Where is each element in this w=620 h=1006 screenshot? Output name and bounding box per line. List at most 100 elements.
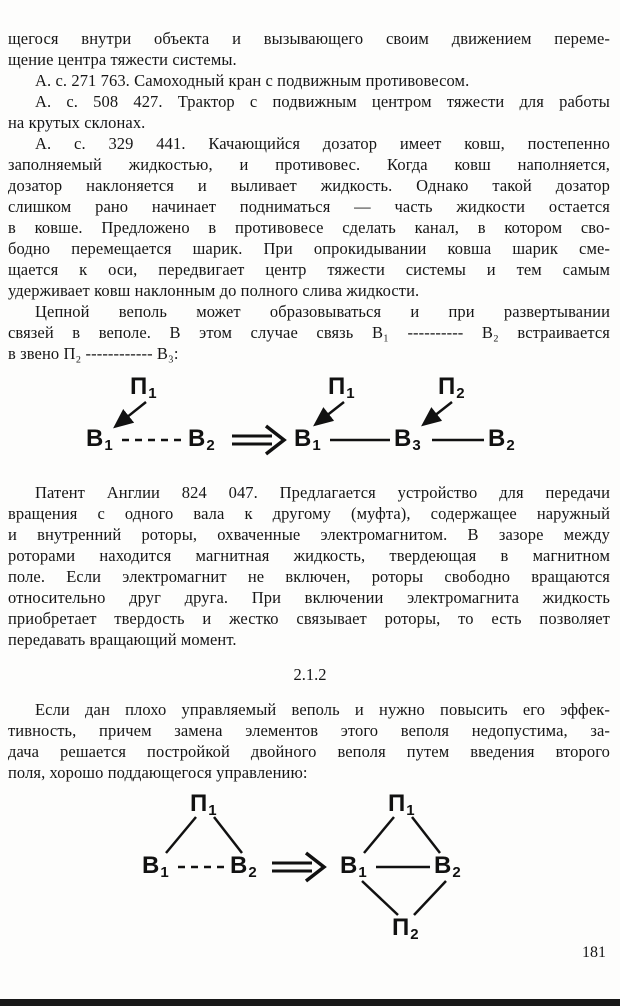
text-line: и внутренний роторы, охваченные электром…: [8, 525, 610, 544]
label-base: П: [130, 373, 148, 400]
paragraph: А. с. 271 763. Самоходный кран с подвижн…: [8, 70, 610, 91]
label-subscript: 1: [312, 437, 321, 454]
label-subscript: 2: [506, 437, 515, 454]
diagram2-right-field-p2: П2: [392, 915, 419, 944]
paragraph: Если дан плохо управляемый веполь и нужн…: [8, 699, 610, 783]
label-subscript: 1: [406, 802, 415, 819]
label-base: П: [392, 914, 410, 941]
paragraph: Патент Англии 824 047. Предлагается устр…: [8, 482, 610, 650]
text-line: слишком рано начинает подниматься — част…: [8, 197, 610, 216]
vepol-diagram-double: П1 В1 В2 П1 В1 В2 П2: [0, 791, 620, 959]
implies-arrow-icon: [232, 424, 287, 456]
text-line: относительно друг друга. При включении э…: [8, 588, 610, 607]
diagram1-right-field-p1: П1: [328, 374, 355, 403]
diagram2-left-substance-b2: В2: [230, 853, 257, 882]
text-line: А. с. 271 763. Самоходный кран с подвижн…: [35, 71, 470, 90]
diagram1-connectors: [113, 401, 484, 456]
label-base: П: [328, 373, 346, 400]
solid-link: [363, 816, 395, 854]
solid-link: [165, 816, 197, 854]
label-subscript: 1: [208, 802, 217, 819]
text-line: дозатор наклоняется и выливает жидкость.…: [8, 176, 610, 195]
field-action-arrow: [113, 401, 147, 429]
text-line: щегося внутри объекта и вызывающего свои…: [8, 29, 610, 48]
label-subscript: 1: [104, 437, 113, 454]
text-line: дача решается постройкой двойного веполя…: [8, 742, 610, 761]
text-block-2: Патент Англии 824 047. Предлагается устр…: [0, 472, 620, 650]
section-heading: 2.1.2: [293, 665, 327, 684]
text-line: щение центра тяжести системы.: [8, 50, 237, 69]
diagram1-right-substance-b1: В1: [294, 426, 321, 455]
label-base: В: [294, 425, 312, 452]
diagram2-right-substance-b2: В2: [434, 853, 461, 882]
label-base: В: [394, 425, 412, 452]
label-subscript: 2: [452, 864, 461, 881]
diagram1-right-field-p2: П2: [438, 374, 465, 403]
vepol-diagram-chain: П1 В1 В2 П1 В1 В3 П2 В2: [0, 370, 620, 472]
diagram1-left-field-p1: П1: [130, 374, 157, 403]
text-line: заполняемый жидкостью, и противовес. Ког…: [8, 155, 610, 174]
field-action-arrow: [421, 401, 453, 427]
text-line: бодно перемещается шарик. При опрокидыва…: [8, 239, 610, 258]
solid-link: [411, 816, 441, 854]
diagram1-left-substance-b2: В2: [188, 426, 215, 455]
label-subscript: 1: [148, 385, 157, 402]
label-base: В: [434, 852, 452, 879]
label-subscript: 2: [410, 926, 419, 943]
text-line: вращения с одного вала к другому (муфта)…: [8, 504, 610, 523]
solid-link: [413, 880, 447, 916]
label-subscript: 1: [160, 864, 169, 881]
text-line: приобретает твердость и жестко связывает…: [8, 609, 610, 628]
text-line: на крутых склонах.: [8, 113, 146, 132]
diagram1-right-substance-b3: В3: [394, 426, 421, 455]
paragraph: А. с. 508 427. Трактор с подвижным центр…: [8, 91, 610, 133]
paragraph: Цепной веполь может образовываться и при…: [8, 301, 610, 364]
text-line: Если дан плохо управляемый веполь и нужн…: [35, 700, 610, 719]
text-line: в звено П₂ ------------ В₃:: [8, 344, 179, 363]
diagram2-right-substance-b1: В1: [340, 853, 367, 882]
label-subscript: 2: [206, 437, 215, 454]
text-line: тивность, причем замена элементов этого …: [8, 721, 610, 740]
text-line: удерживает ковш наклонным до полного сли…: [8, 281, 420, 300]
label-base: В: [188, 425, 206, 452]
text-line: роторами находится магнитная жидкость, т…: [8, 546, 610, 565]
text-line: щается к оси, передвигает центр тяжести …: [8, 260, 610, 279]
label-subscript: 2: [248, 864, 257, 881]
text-line: поля, хорошо поддающегося управлению:: [8, 763, 308, 782]
scan-edge-artifact: [0, 999, 620, 1006]
label-subscript: 1: [358, 864, 367, 881]
paragraph: А. с. 329 441. Качающийся дозатор имеет …: [8, 133, 610, 301]
text-line: Патент Англии 824 047. Предлагается устр…: [35, 483, 610, 502]
text-line: в ковше. Предложено в противовесе сделат…: [8, 218, 610, 237]
implies-arrow-icon: [272, 851, 327, 883]
diagram2-left-field-p1: П1: [190, 791, 217, 820]
label-base: В: [86, 425, 104, 452]
label-base: П: [438, 373, 456, 400]
diagram1-right-substance-b2: В2: [488, 426, 515, 455]
diagram1-left-substance-b1: В1: [86, 426, 113, 455]
field-action-arrow: [313, 401, 345, 427]
label-base: В: [142, 852, 160, 879]
label-subscript: 3: [412, 437, 421, 454]
diagram2-left-substance-b1: В1: [142, 853, 169, 882]
text-line: А. с. 329 441. Качающийся дозатор имеет …: [35, 134, 610, 153]
label-base: П: [190, 790, 208, 817]
label-base: П: [388, 790, 406, 817]
label-subscript: 2: [456, 385, 465, 402]
diagram2-right-field-p1: П1: [388, 791, 415, 820]
text-line: Цепной веполь может образовываться и при…: [35, 302, 610, 321]
label-base: В: [230, 852, 248, 879]
diagram2-connectors: [165, 816, 447, 916]
text-line: передавать вращающий момент.: [8, 630, 237, 649]
solid-link: [213, 816, 243, 854]
text-block-1: щегося внутри объекта и вызывающего свои…: [0, 0, 620, 364]
label-base: В: [488, 425, 506, 452]
solid-link: [361, 880, 399, 916]
text-block-3: Если дан плохо управляемый веполь и нужн…: [0, 699, 620, 783]
text-line: А. с. 508 427. Трактор с подвижным центр…: [35, 92, 610, 111]
text-line: поле. Если электромагнит не включен, рот…: [8, 567, 610, 586]
paragraph: щегося внутри объекта и вызывающего свои…: [8, 28, 610, 70]
label-base: В: [340, 852, 358, 879]
page-number: 181: [582, 944, 606, 961]
